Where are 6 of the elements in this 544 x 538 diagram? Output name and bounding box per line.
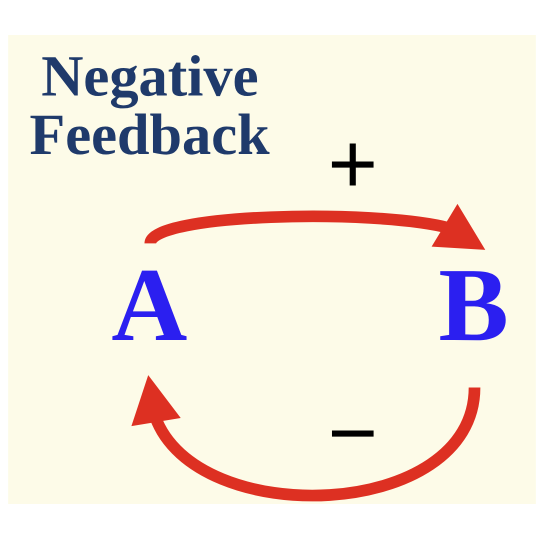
arrow [131,374,480,500]
label: Negative Feedback [30,42,270,166]
node-text: A [111,246,188,363]
edge-label: − [328,384,378,480]
edge-label: + [328,116,378,212]
node-text: B [438,246,509,363]
